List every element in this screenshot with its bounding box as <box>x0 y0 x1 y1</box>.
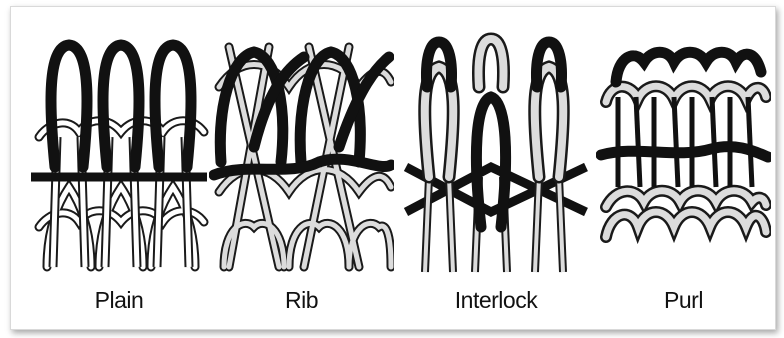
rib-knit-diagram <box>209 27 394 282</box>
plain-panel: Plain <box>29 7 209 329</box>
rib-label: Rib <box>209 287 394 314</box>
rib-panel: Rib <box>209 7 394 329</box>
purl-label: Purl <box>596 287 771 314</box>
plain-knit-diagram <box>29 27 209 282</box>
purl-panel: Purl <box>596 7 771 329</box>
knit-structures-figure: Plain <box>10 6 776 330</box>
interlock-panel: Interlock <box>401 7 591 329</box>
plain-label: Plain <box>29 287 209 314</box>
interlock-label: Interlock <box>401 287 591 314</box>
purl-knit-diagram <box>596 27 771 282</box>
interlock-knit-diagram <box>401 27 591 282</box>
